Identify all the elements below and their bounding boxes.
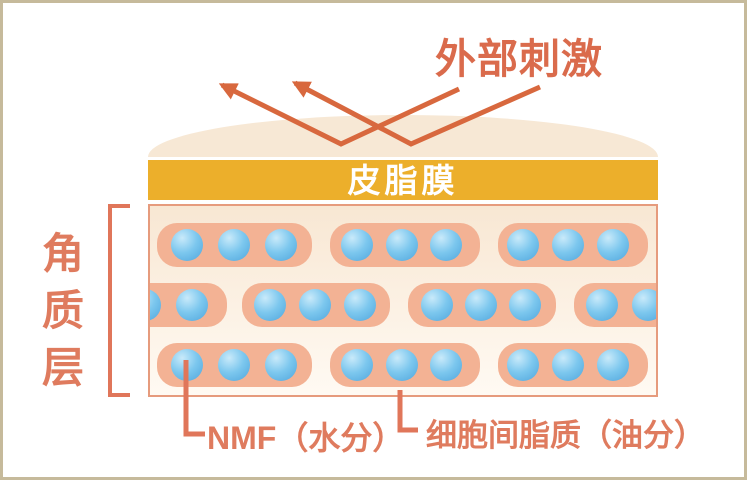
nmf-water-dot [171,349,203,381]
stratum-corneum-box [148,204,658,397]
stratum-corneum-bracket [108,204,130,397]
nmf-water-dot [430,349,462,381]
nmf-water-dot [597,229,629,261]
nmf-water-dot [465,289,497,321]
nmf-water-dot [218,229,250,261]
nmf-water-dot [386,349,418,381]
sebum-film-label: 皮脂膜 [347,161,459,199]
nmf-water-dot [632,289,656,321]
nmf-water-dot [586,289,618,321]
nmf-water-dot [552,349,584,381]
nmf-water-dot [254,289,286,321]
nmf-water-dot [341,229,373,261]
nmf-water-dot [218,349,250,381]
nmf-water-dot [552,229,584,261]
nmf-water-dot [507,349,539,381]
sebum-film-layer: 皮脂膜 [148,160,658,200]
external-stimulus-label: 外部刺激 [435,36,603,82]
nmf-water-dot [299,289,331,321]
nmf-water-dot [507,229,539,261]
skin-surface-dome [148,115,658,157]
nmf-water-dot [176,289,208,321]
nmf-water-dot [430,229,462,261]
nmf-water-dot [597,349,629,381]
nmf-water-label: NMF（水分） [207,420,405,456]
nmf-water-dot [171,229,203,261]
intercellular-lipid-label: 细胞间脂质（油分） [426,418,705,453]
nmf-water-dot [341,349,373,381]
nmf-water-dot [265,349,297,381]
nmf-water-dot [386,229,418,261]
nmf-water-dot [150,289,161,321]
nmf-water-dot [421,289,453,321]
nmf-water-dot [509,289,541,321]
nmf-water-dot [265,229,297,261]
stratum-corneum-label: 角质层 [41,230,84,391]
nmf-water-dot [344,289,376,321]
